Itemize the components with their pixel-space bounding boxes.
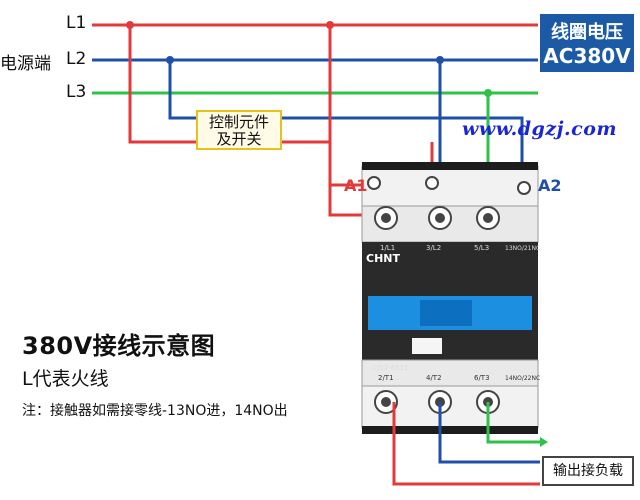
bottom-terminal-label: 4/T2 (426, 374, 442, 382)
control-blue-wire (168, 60, 196, 120)
a2-label: A2 (538, 176, 562, 195)
junction-dot (436, 56, 444, 64)
control-red-wire (128, 25, 196, 144)
voltage-line2: AC380V (543, 44, 631, 68)
top-terminal-label: 3/L2 (426, 244, 441, 252)
watermark: www.dgzj.com (462, 118, 617, 140)
top-terminals (367, 176, 531, 230)
junction-dot (166, 56, 174, 64)
diagram-subtitle: L代表火线 (22, 368, 109, 390)
contactor-body (361, 162, 539, 434)
bottom-terminal-label: 14NO/22NC (505, 375, 540, 382)
a1-label: A1 (344, 176, 368, 195)
coil-voltage-badge: 线圈电压 AC380V (540, 14, 634, 72)
output-load-label: 输出接负载 (542, 456, 634, 486)
model-label: CJX2-6511 (372, 364, 409, 372)
bottom-terminal-label: 6/T3 (474, 374, 490, 382)
voltage-line1: 线圈电压 (551, 22, 623, 43)
bottom-terminal-label: 2/T1 (378, 374, 394, 382)
junction-dot (484, 89, 492, 97)
source-label: 电源端 (0, 54, 51, 74)
control-box-line2: 及开关 (216, 130, 262, 148)
a1-red-wire (328, 142, 368, 187)
top-terminal-label: 1/L1 (380, 244, 395, 252)
top-terminal-label: 13NO/21NC (505, 245, 540, 252)
brand-label: CHNT (366, 252, 400, 265)
l2-label: L2 (66, 49, 87, 69)
l1-label: L1 (66, 13, 87, 33)
junction-dot (326, 21, 334, 29)
control-element-box: 控制元件 及开关 (196, 110, 282, 150)
control-box-line1: 控制元件 (208, 113, 269, 131)
junction-dot (126, 21, 134, 29)
diagram-note: 注：接触器如需接零线-13NO进，14NO出 (22, 403, 288, 419)
output-red-wire (392, 402, 540, 486)
output-blue-wire (438, 402, 540, 464)
top-terminal-label: 5/L3 (474, 244, 489, 252)
output-green-wire (486, 402, 540, 444)
coil-terminal (425, 176, 439, 190)
l3-label: L3 (66, 82, 87, 102)
diagram-title: 380V接线示意图 (22, 332, 216, 360)
coil-terminal (517, 181, 531, 195)
output-arrow (540, 437, 548, 447)
coil-terminal (367, 176, 381, 190)
